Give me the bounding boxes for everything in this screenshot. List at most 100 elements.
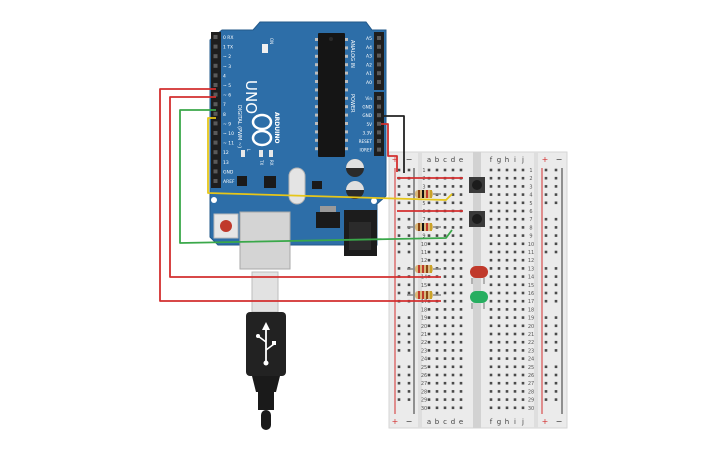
breadboard-hole[interactable]	[459, 357, 463, 360]
breadboard-hole[interactable]	[451, 242, 455, 246]
breadboard-hole[interactable]	[451, 332, 455, 336]
rail-hole[interactable]	[544, 390, 548, 393]
rail-hole[interactable]	[544, 226, 548, 229]
rail-hole[interactable]	[407, 291, 411, 295]
breadboard-hole[interactable]	[497, 226, 501, 229]
breadboard-hole[interactable]	[513, 185, 517, 188]
wire-gnd-black[interactable]	[381, 115, 405, 173]
breadboard-hole[interactable]	[521, 201, 525, 205]
breadboard-hole[interactable]	[443, 291, 447, 295]
breadboard-hole[interactable]	[497, 242, 501, 246]
breadboard-hole[interactable]	[435, 357, 439, 360]
rail-hole[interactable]	[407, 340, 411, 344]
breadboard-hole[interactable]	[443, 283, 447, 287]
breadboard-hole[interactable]	[451, 283, 455, 287]
breadboard-hole[interactable]	[435, 234, 439, 237]
breadboard-hole[interactable]	[451, 291, 455, 295]
analog-pin-A5[interactable]	[377, 36, 381, 40]
rail-hole[interactable]	[544, 168, 548, 172]
rail-hole[interactable]	[407, 201, 411, 205]
breadboard-hole[interactable]	[521, 381, 525, 385]
breadboard-hole[interactable]	[451, 250, 455, 254]
breadboard-hole[interactable]	[435, 349, 439, 352]
rail-hole[interactable]	[544, 373, 548, 377]
rail-hole[interactable]	[544, 234, 548, 237]
rail-hole[interactable]	[544, 193, 548, 196]
breadboard-hole[interactable]	[513, 242, 517, 246]
breadboard-hole[interactable]	[451, 193, 455, 196]
breadboard-hole[interactable]	[443, 390, 447, 393]
breadboard-hole[interactable]	[435, 308, 439, 311]
breadboard-hole[interactable]	[505, 316, 509, 319]
breadboard-hole[interactable]	[443, 299, 447, 303]
rail-hole[interactable]	[397, 365, 401, 369]
breadboard-hole[interactable]	[521, 258, 525, 262]
digital-pin-4[interactable]	[213, 73, 218, 78]
rail-hole[interactable]	[554, 390, 558, 393]
analog-pin-A0[interactable]	[377, 80, 381, 84]
breadboard-hole[interactable]	[435, 283, 439, 287]
breadboard-hole[interactable]	[443, 258, 447, 262]
breadboard-hole[interactable]	[513, 250, 517, 254]
breadboard-hole[interactable]	[513, 316, 517, 319]
breadboard-hole[interactable]	[513, 381, 517, 385]
rail-hole[interactable]	[397, 283, 401, 287]
breadboard-hole[interactable]	[443, 316, 447, 319]
breadboard-hole[interactable]	[443, 308, 447, 311]
breadboard-hole[interactable]	[451, 234, 455, 237]
breadboard-hole[interactable]	[489, 242, 493, 246]
breadboard-hole[interactable]	[459, 406, 463, 410]
breadboard-hole[interactable]	[435, 365, 439, 369]
breadboard-hole[interactable]	[489, 332, 493, 336]
breadboard-hole[interactable]	[451, 365, 455, 369]
breadboard-hole[interactable]	[521, 291, 525, 295]
breadboard-hole[interactable]	[459, 193, 463, 196]
breadboard-hole[interactable]	[513, 226, 517, 229]
breadboard-hole[interactable]	[513, 308, 517, 311]
breadboard-hole[interactable]	[497, 234, 501, 237]
breadboard-hole[interactable]	[521, 267, 525, 270]
rail-hole[interactable]	[397, 250, 401, 254]
breadboard-hole[interactable]	[497, 390, 501, 393]
breadboard-hole[interactable]	[497, 250, 501, 254]
rail-hole[interactable]	[554, 250, 558, 254]
breadboard-hole[interactable]	[435, 291, 439, 295]
breadboard-hole[interactable]	[427, 234, 431, 237]
breadboard-hole[interactable]	[521, 283, 525, 287]
rail-hole[interactable]	[407, 217, 411, 221]
push-button-1[interactable]	[469, 177, 485, 193]
rail-hole[interactable]	[397, 324, 401, 328]
breadboard-hole[interactable]	[459, 226, 463, 229]
rail-hole[interactable]	[554, 275, 558, 278]
breadboard-hole[interactable]	[489, 390, 493, 393]
rail-hole[interactable]	[544, 340, 548, 344]
breadboard-hole[interactable]	[521, 185, 525, 188]
breadboard-hole[interactable]	[513, 209, 517, 213]
breadboard-hole[interactable]	[497, 299, 501, 303]
breadboard-hole[interactable]	[489, 209, 493, 213]
breadboard-hole[interactable]	[521, 193, 525, 196]
breadboard-hole[interactable]	[513, 217, 517, 221]
breadboard-hole[interactable]	[451, 406, 455, 410]
rail-hole[interactable]	[407, 365, 411, 369]
breadboard-hole[interactable]	[521, 299, 525, 303]
breadboard-hole[interactable]	[497, 406, 501, 410]
breadboard-hole[interactable]	[443, 398, 447, 401]
breadboard-hole[interactable]	[505, 209, 509, 213]
rail-hole[interactable]	[554, 185, 558, 188]
breadboard-hole[interactable]	[451, 308, 455, 311]
breadboard-hole[interactable]	[451, 349, 455, 352]
breadboard-hole[interactable]	[435, 324, 439, 328]
breadboard-hole[interactable]	[459, 242, 463, 246]
breadboard-hole[interactable]	[427, 242, 431, 246]
breadboard-hole[interactable]	[443, 406, 447, 410]
breadboard-hole[interactable]	[505, 234, 509, 237]
rail-hole[interactable]	[407, 185, 411, 188]
breadboard-hole[interactable]	[489, 234, 493, 237]
power-pin[interactable]	[377, 113, 381, 118]
rail-hole[interactable]	[544, 267, 548, 270]
rail-hole[interactable]	[397, 242, 401, 246]
breadboard-hole[interactable]	[505, 258, 509, 262]
rail-hole[interactable]	[407, 324, 411, 328]
breadboard-hole[interactable]	[521, 398, 525, 401]
